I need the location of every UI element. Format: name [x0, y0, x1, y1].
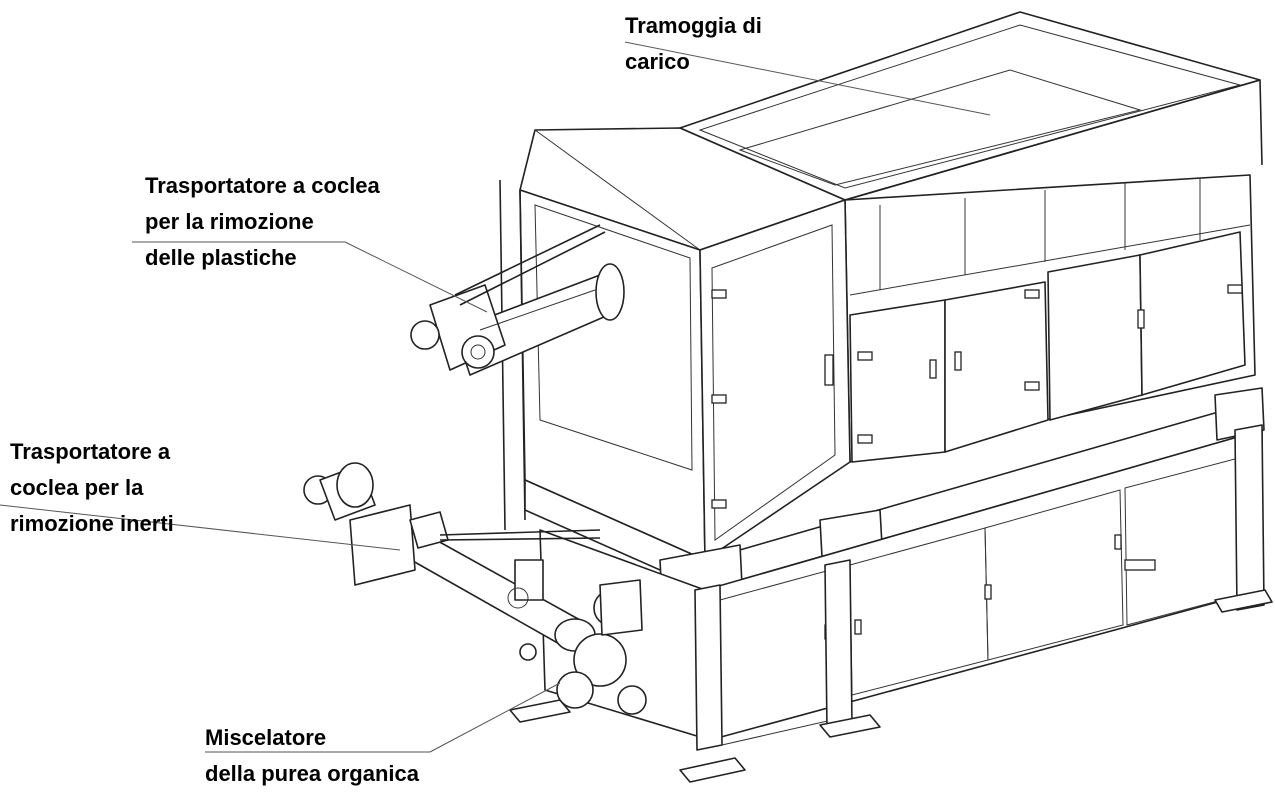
mixer-label-line1: Miscelatore [205, 725, 327, 750]
plastics-leader [344, 241, 488, 313]
inerts-label-line3: rimozione inerti [10, 511, 174, 536]
plastics-label-line3: delle plastiche [145, 245, 297, 270]
hopper-label-line2: carico [625, 49, 690, 74]
mixer-label-line2: della purea organica [205, 761, 419, 786]
inerts-label-line2: coclea per la [10, 475, 144, 500]
hopper-leader [624, 41, 991, 116]
mixer-label: Miscelatore della purea organica [205, 720, 419, 792]
hopper-label-line1: Tramoggia di [625, 13, 762, 38]
plastics-label-line2: per la rimozione [145, 209, 314, 234]
upper-right-body [844, 174, 1256, 463]
hopper-label: Tramoggia di carico [625, 8, 762, 80]
inerts-leader [0, 504, 401, 551]
plastics-screw-conveyor [410, 224, 625, 376]
organic-mixer [507, 559, 647, 715]
inerts-conveyor-label: Trasportatore a coclea per la rimozione … [10, 434, 174, 542]
inerts-screw-conveyor [303, 462, 601, 652]
plastics-conveyor-label: Trasportatore a coclea per la rimozione … [145, 168, 380, 276]
mixer-leader [429, 682, 561, 753]
inerts-label-line1: Trasportatore a [10, 439, 171, 464]
plastics-label-line1: Trasportatore a coclea [145, 173, 380, 198]
upper-left-body [499, 127, 851, 561]
